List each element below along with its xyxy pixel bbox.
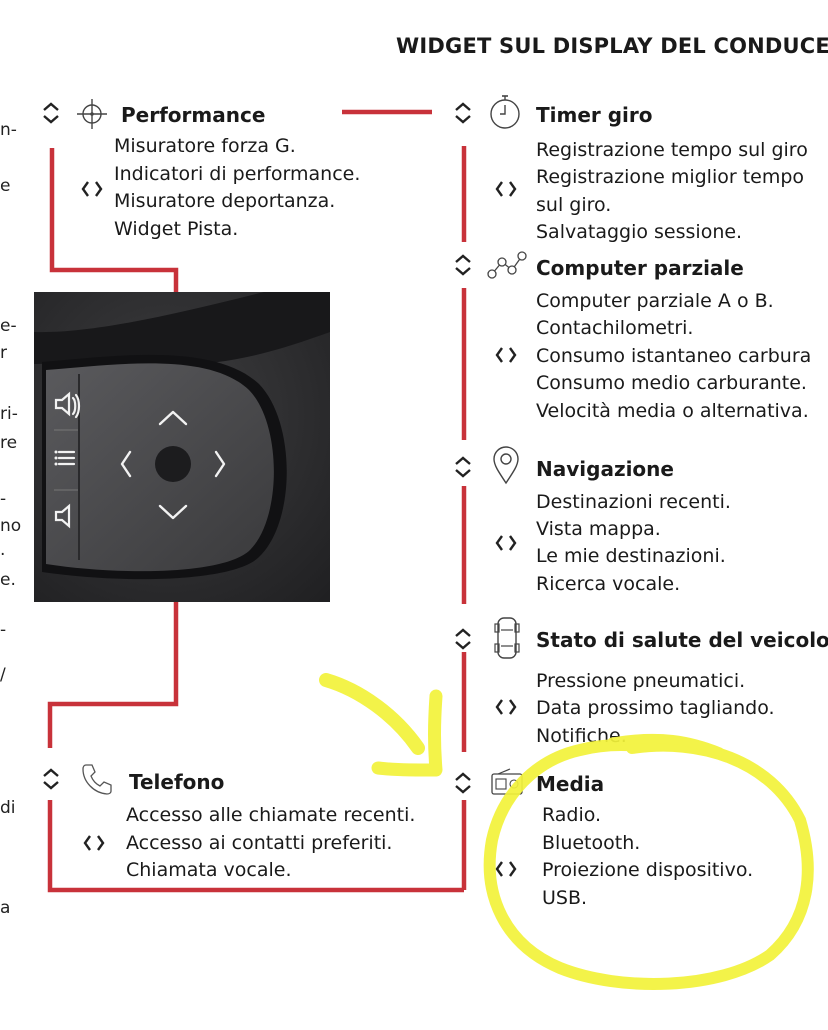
widget-item: Contachilometri. <box>536 317 694 339</box>
widget-item: Accesso alle chiamate recenti. <box>126 804 416 826</box>
widget-item: Velocità media o alternativa. <box>536 400 809 422</box>
up-down-arrows-icon <box>455 456 471 478</box>
margin-fragment: a <box>0 898 11 918</box>
widget-item: Destinazioni recenti. <box>536 491 731 513</box>
up-down-arrows-icon <box>455 102 471 124</box>
widget-item: Misuratore deportanza. <box>114 190 336 212</box>
left-right-arrows-icon <box>495 861 517 877</box>
left-right-arrows-icon <box>83 835 105 851</box>
widget-heading-computer: Computer parziale <box>536 256 744 280</box>
margin-fragment: e- <box>0 316 17 336</box>
widget-item: Misuratore forza G. <box>114 135 296 157</box>
margin-fragment: - <box>0 489 7 509</box>
widget-item: Le mie destinazioni. <box>536 545 726 567</box>
widget-heading-health: Stato di salute del veicolo <box>536 628 828 652</box>
margin-fragment: e. <box>0 570 16 590</box>
widget-item: Widget Pista. <box>114 218 239 240</box>
margin-fragment: no <box>0 516 22 536</box>
margin-fragment: e <box>0 176 11 196</box>
widget-heading-performance: Performance <box>121 103 266 127</box>
left-right-arrows-icon <box>495 181 517 197</box>
left-right-arrows-icon <box>81 181 103 197</box>
location-pin-icon <box>493 446 519 485</box>
widget-item: Registrazione miglior tempo <box>536 166 805 188</box>
car-top-view-icon <box>494 617 520 659</box>
up-down-arrows-icon <box>43 768 59 790</box>
margin-fragment: ri- <box>0 404 18 424</box>
widget-heading-navigation: Navigazione <box>536 457 674 481</box>
widget-item: Bluetooth. <box>542 832 641 854</box>
widget-item: Salvataggio sessione. <box>536 221 743 243</box>
phone-handset-icon <box>82 764 112 795</box>
widget-heading-media: Media <box>536 772 605 796</box>
trip-graph-icon <box>487 251 527 279</box>
up-down-arrows-icon <box>43 102 59 124</box>
widget-item: sul giro. <box>536 194 612 216</box>
steering-wheel-controls <box>34 292 330 602</box>
margin-fragment: - <box>0 620 7 640</box>
widget-item: Data prossimo tagliando. <box>536 697 775 719</box>
margin-fragment: n- <box>0 120 17 140</box>
widget-item: Ricerca vocale. <box>536 573 681 595</box>
widget-item: Consumo medio carburante. <box>536 372 807 394</box>
widget-item: Indicatori di performance. <box>114 163 361 185</box>
margin-fragment: . <box>0 540 6 560</box>
margin-fragment: re <box>0 433 18 453</box>
widget-item: Proiezione dispositivo. <box>542 859 754 881</box>
widget-item: Pressione pneumatici. <box>536 670 746 692</box>
margin-fragment: di <box>0 798 16 818</box>
widget-item: Computer parziale A o B. <box>536 290 774 312</box>
left-right-arrows-icon <box>495 699 517 715</box>
up-down-arrows-icon <box>455 628 471 650</box>
stopwatch-icon <box>490 95 520 129</box>
widget-heading-timer: Timer giro <box>536 103 653 127</box>
widget-item: Radio. <box>542 804 602 826</box>
left-right-arrows-icon <box>495 347 517 363</box>
margin-fragment: / <box>0 665 6 685</box>
margin-fragment: r <box>0 343 7 363</box>
radio-icon <box>491 768 523 795</box>
widget-item: Consumo istantaneo carbura <box>536 345 812 367</box>
up-down-arrows-icon <box>455 772 471 794</box>
crosshair-icon <box>77 99 107 129</box>
widget-item: USB. <box>542 887 588 909</box>
widget-item: Vista mappa. <box>536 518 661 540</box>
widget-item: Chiamata vocale. <box>126 859 292 881</box>
widget-item: Registrazione tempo sul giro <box>536 139 808 161</box>
widget-heading-phone: Telefono <box>129 770 225 794</box>
widget-item: Notifiche. <box>536 725 627 747</box>
widget-item: Accesso ai contatti preferiti. <box>126 832 393 854</box>
left-right-arrows-icon <box>495 535 517 551</box>
up-down-arrows-icon <box>455 254 471 276</box>
page-title: WIDGET SUL DISPLAY DEL CONDUCE <box>396 34 828 58</box>
